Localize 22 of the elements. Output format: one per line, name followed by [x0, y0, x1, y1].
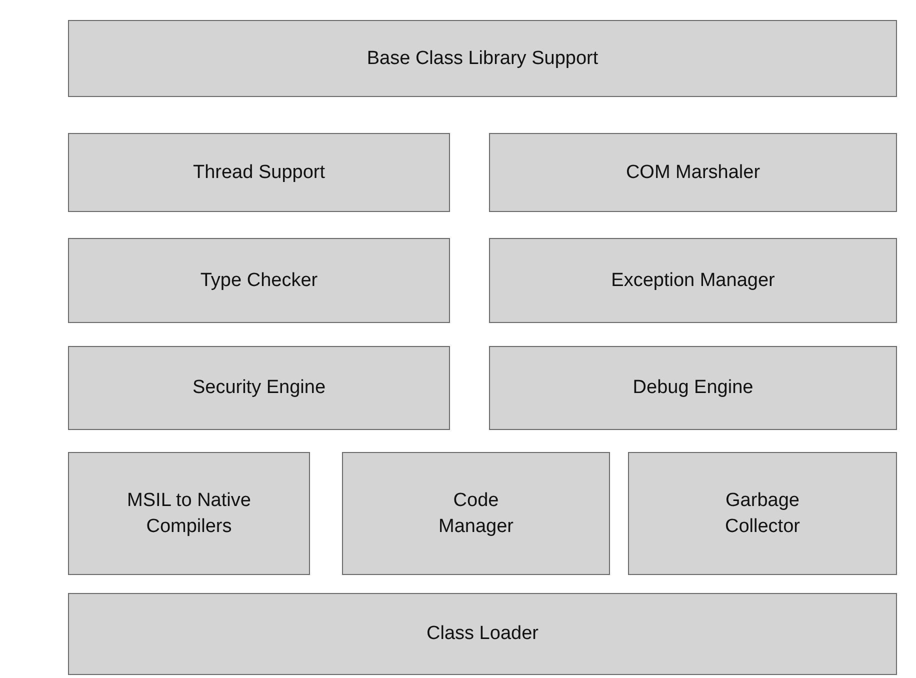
component-label: Debug Engine — [632, 376, 754, 400]
component-label: Thread Support — [192, 160, 326, 185]
component-box — [68, 238, 450, 323]
component-box — [342, 452, 610, 575]
component-label: MSIL to Native Compilers — [126, 488, 252, 538]
component-box — [489, 238, 897, 323]
component-label: Exception Manager — [611, 268, 775, 293]
component-label: Base Class Library Support — [366, 46, 598, 71]
component-box — [68, 133, 450, 212]
component-box — [68, 346, 450, 430]
component-label: Class Loader — [426, 622, 538, 646]
component-label: Code Manager — [438, 488, 514, 538]
component-label: Type Checker — [200, 268, 318, 293]
component-label: COM Marshaler — [626, 160, 760, 185]
component-box — [628, 452, 897, 575]
component-label: Security Engine — [192, 376, 326, 400]
component-box — [68, 20, 897, 97]
component-box — [489, 133, 897, 212]
component-box — [68, 593, 897, 675]
component-label: Garbage Collector — [724, 488, 801, 538]
component-box — [489, 346, 897, 430]
component-box — [68, 452, 310, 575]
